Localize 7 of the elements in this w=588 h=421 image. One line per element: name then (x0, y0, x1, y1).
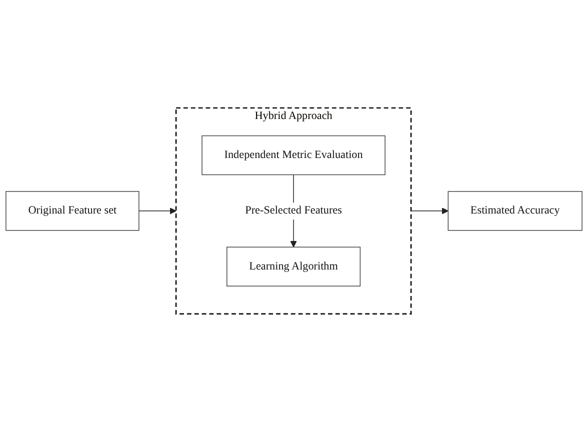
node-box: Original Feature set (6, 190, 140, 230)
arrow (138, 207, 176, 214)
node-box: Learning Algorithm (226, 246, 361, 286)
node-box: Independent Metric Evaluation (202, 134, 386, 175)
node-box: Estimated Accuracy (448, 190, 582, 230)
arrow (410, 207, 448, 214)
edge-label: Pre-Selected Features (245, 204, 342, 216)
